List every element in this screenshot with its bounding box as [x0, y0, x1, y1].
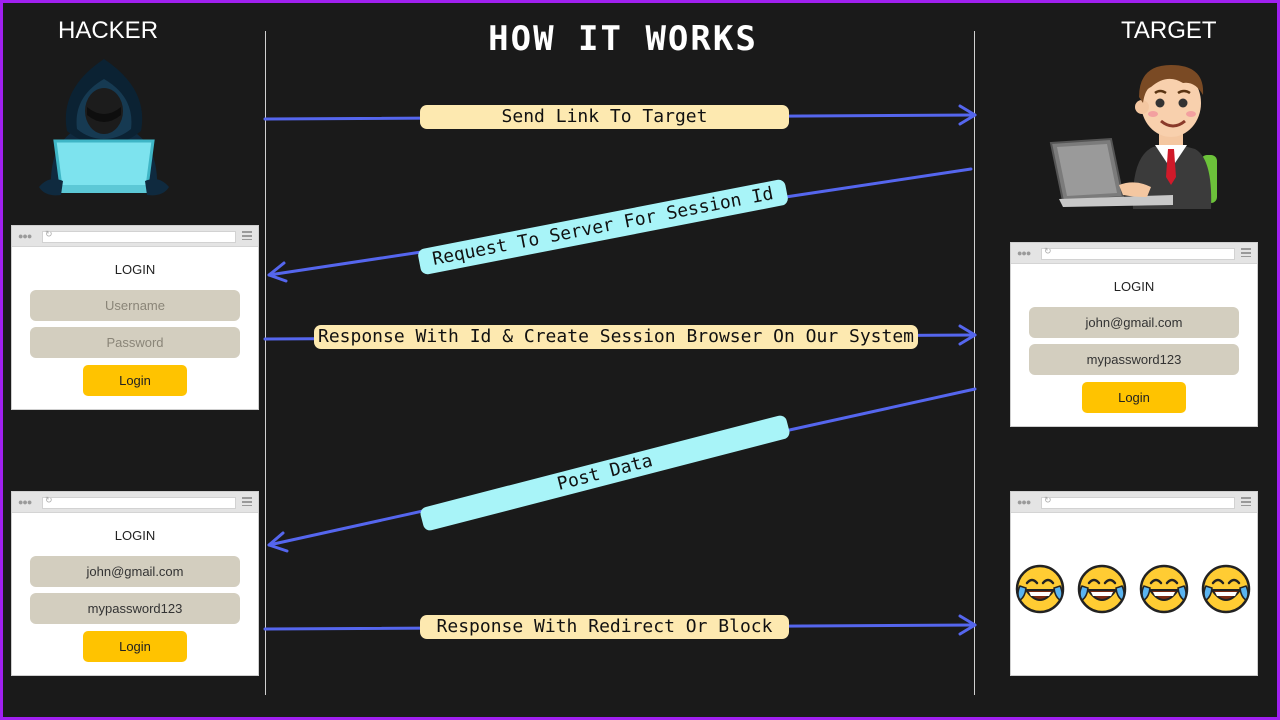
username-field[interactable]: john@gmail.com [1029, 307, 1239, 338]
target-result-window: ●●● [1010, 491, 1258, 676]
browser-toolbar: ●●● [1011, 492, 1257, 513]
login-title: LOGIN [1113, 279, 1155, 294]
hamburger-menu-icon[interactable] [1241, 497, 1251, 506]
browser-toolbar: ●●● [12, 226, 258, 247]
login-button[interactable]: Login [83, 631, 187, 662]
hacker-lifeline [265, 31, 266, 695]
laughing-crying-emoji-icon [1139, 564, 1189, 614]
arrow-post-data-head [267, 531, 289, 553]
username-field[interactable]: Username [30, 290, 240, 321]
login-button[interactable]: Login [83, 365, 187, 396]
message-send-link: Send Link To Target [420, 105, 789, 129]
address-bar[interactable] [42, 495, 236, 509]
window-dots-icon: ●●● [18, 497, 32, 507]
hacker-heading: HACKER [58, 17, 159, 44]
hacker-icon [39, 59, 169, 196]
login-title: LOGIN [114, 262, 156, 277]
login-button[interactable]: Login [1082, 382, 1186, 413]
diagram-title: HOW IT WORKS [488, 19, 758, 59]
laughing-crying-emoji-icon [1015, 564, 1065, 614]
message-response-redirect: Response With Redirect Or Block [420, 615, 789, 639]
target-login-window: ●●● LOGIN john@gmail.com mypassword123 L… [1010, 242, 1258, 427]
arrow-response-id-head [958, 324, 977, 346]
arrow-request-session-head [267, 261, 288, 283]
password-field[interactable]: Password [30, 327, 240, 358]
message-response-id: Response With Id & Create Session Browse… [314, 325, 918, 349]
arrow-response-redirect-head [958, 614, 977, 636]
hamburger-menu-icon[interactable] [242, 231, 252, 240]
login-title: LOGIN [114, 528, 156, 543]
address-bar[interactable] [1041, 246, 1235, 260]
username-field[interactable]: john@gmail.com [30, 556, 240, 587]
laughing-crying-emoji-icon [1077, 564, 1127, 614]
target-person-icon [1049, 65, 1217, 209]
password-field[interactable]: mypassword123 [1029, 344, 1239, 375]
laughing-crying-emoji-icon [1201, 564, 1251, 614]
browser-toolbar: ●●● [1011, 243, 1257, 264]
arrow-send-link-head [958, 104, 977, 126]
address-bar[interactable] [1041, 495, 1235, 509]
target-heading: TARGET [1121, 17, 1217, 44]
hamburger-menu-icon[interactable] [1241, 248, 1251, 257]
hacker-login-window: ●●● LOGIN Username Password Login [11, 225, 259, 410]
hacker-filled-login-window: ●●● LOGIN john@gmail.com mypassword123 L… [11, 491, 259, 676]
window-dots-icon: ●●● [1017, 248, 1031, 258]
window-dots-icon: ●●● [1017, 497, 1031, 507]
hamburger-menu-icon[interactable] [242, 497, 252, 506]
address-bar[interactable] [42, 229, 236, 243]
password-field[interactable]: mypassword123 [30, 593, 240, 624]
window-dots-icon: ●●● [18, 231, 32, 241]
target-lifeline [974, 31, 975, 695]
browser-toolbar: ●●● [12, 492, 258, 513]
